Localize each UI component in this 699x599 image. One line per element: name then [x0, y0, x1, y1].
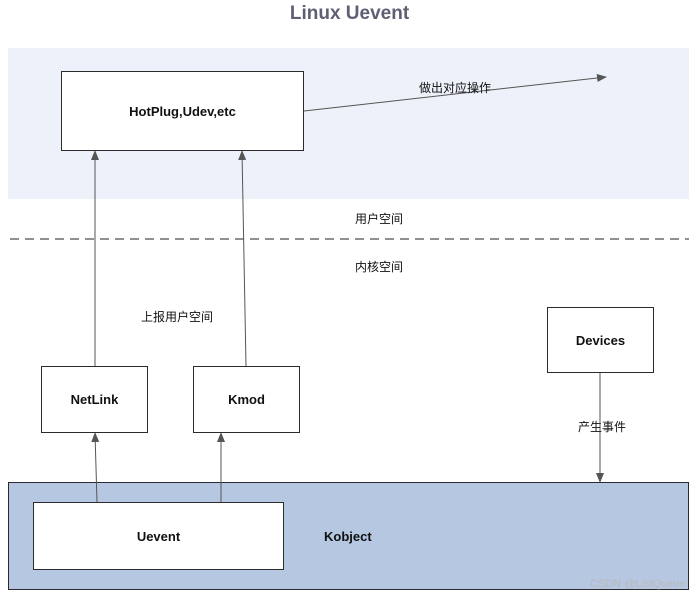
uevent-box: Uevent — [33, 502, 284, 570]
arrow-kmod-hotplug — [238, 150, 247, 367]
arrow-uevent-netlink — [91, 432, 100, 503]
hotplug-udev-box: HotPlug,Udev,etc — [61, 71, 304, 151]
diagram-title: Linux Uevent — [289, 3, 410, 24]
kmod-box: Kmod — [193, 366, 300, 433]
arrow-hotplug-act — [303, 74, 607, 112]
netlink-box: NetLink — [41, 366, 148, 433]
report-label: 上报用户空间 — [141, 310, 214, 324]
event-label: 产生事件 — [578, 420, 627, 434]
act-label: 做出对应操作 — [419, 81, 492, 95]
watermark: CSDN @ListQueue — [590, 578, 686, 590]
user-space-label: 用户空间 — [355, 212, 404, 226]
devices-box: Devices — [547, 307, 654, 373]
kernel-space-label: 内核空间 — [355, 260, 404, 274]
kobject-label: Kobject — [324, 529, 372, 544]
